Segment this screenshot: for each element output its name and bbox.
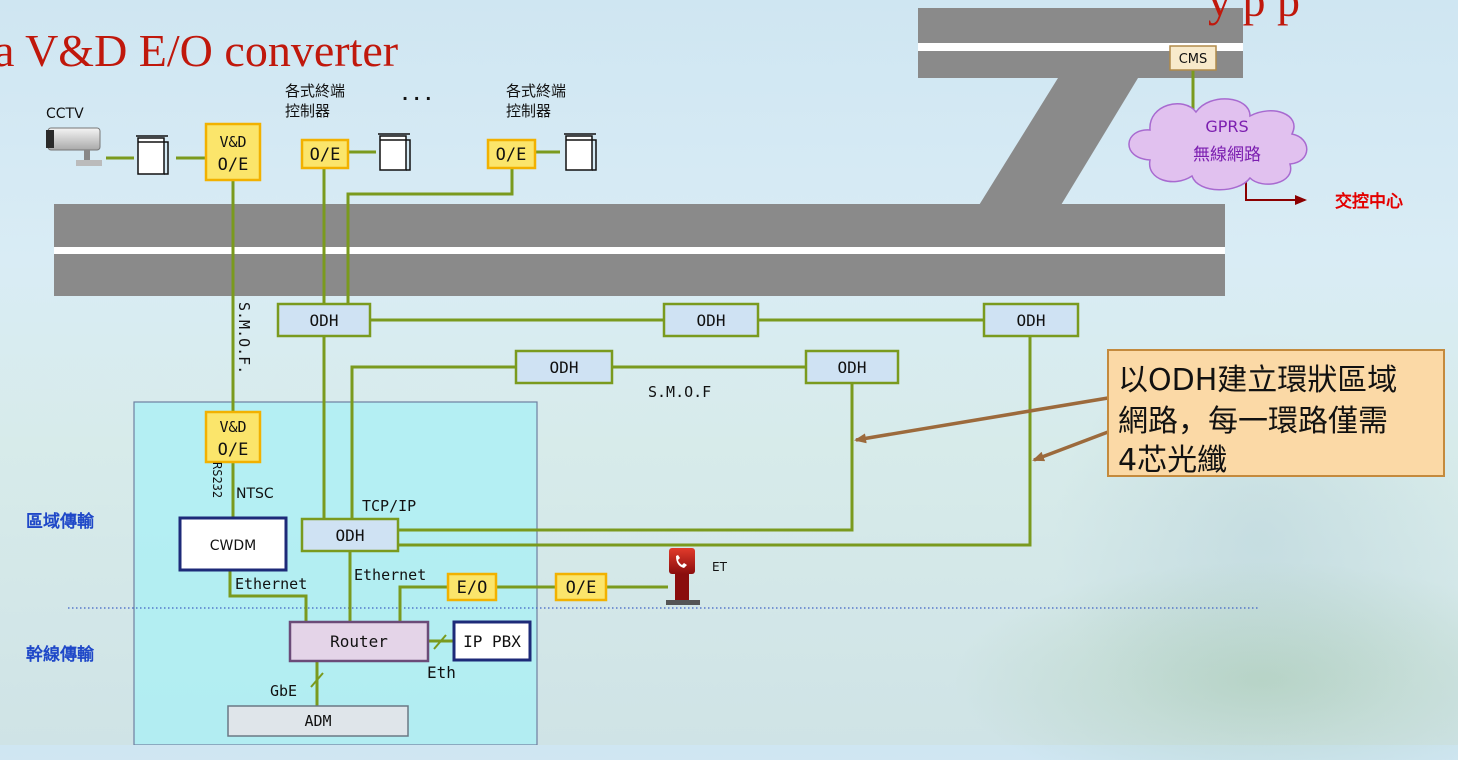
callout-arrow-1 xyxy=(856,398,1108,440)
controller-label-bottom-2: 控制器 xyxy=(506,102,551,120)
cabinet-icon-1 xyxy=(136,136,168,174)
odh-node-3: ODH xyxy=(984,304,1078,336)
oe-converter-top-2: O/E xyxy=(488,140,535,168)
router-box: Router xyxy=(290,622,428,661)
cms-box: CMS xyxy=(1170,46,1216,70)
odh-node-1: ODH xyxy=(278,304,370,336)
svg-text:CWDM: CWDM xyxy=(210,538,256,554)
odh-node-5: ODH xyxy=(806,351,898,383)
et-label: ET xyxy=(712,560,728,574)
svg-text:ODH: ODH xyxy=(697,311,726,330)
svg-text:O/E: O/E xyxy=(310,145,341,165)
controller-label-top-1: 各式終端 xyxy=(285,82,345,100)
gprs-cloud: GPRS 無線網路 xyxy=(1129,99,1307,190)
svg-text:無線網路: 無線網路 xyxy=(1193,145,1261,165)
ellipsis: . . . xyxy=(402,85,431,104)
controller-label-bottom-1: 控制器 xyxy=(285,102,330,120)
rs232-label: RS232 xyxy=(210,462,224,498)
eo-converter: E/O xyxy=(448,574,496,600)
smof-vertical-label: S.M.O.F. xyxy=(235,302,253,374)
emergency-phone-icon xyxy=(666,548,700,605)
svg-text:Router: Router xyxy=(330,632,388,651)
trunk-transmission-label: 幹線傳輸 xyxy=(26,644,95,665)
callout-arrow-2 xyxy=(1034,432,1108,460)
slide-title-right: y p p xyxy=(1208,0,1300,26)
svg-text:IP PBX: IP PBX xyxy=(463,632,521,651)
svg-text:V&D: V&D xyxy=(219,133,246,151)
odh-node-2: ODH xyxy=(664,304,758,336)
cwdm-box: CWDM xyxy=(180,518,286,570)
odh-node-4: ODH xyxy=(516,351,612,383)
ring-network-callout: 以ODH建立環狀區域 網路，每一環路僅需 4芯光纖 xyxy=(1108,350,1444,478)
svg-text:ADM: ADM xyxy=(304,712,331,730)
ntsc-label: NTSC xyxy=(236,486,274,502)
svg-text:O/E: O/E xyxy=(566,578,597,598)
svg-text:以ODH建立環狀區域: 以ODH建立環狀區域 xyxy=(1118,363,1397,398)
tcpip-label: TCP/IP xyxy=(362,497,416,515)
vd-oe-converter-region: V&D O/E xyxy=(206,412,260,462)
vd-oe-converter-top: V&D O/E xyxy=(206,124,260,180)
svg-text:CMS: CMS xyxy=(1179,52,1208,67)
oe-converter-top-1: O/E xyxy=(302,140,348,168)
road-main xyxy=(54,204,1225,296)
svg-text:O/E: O/E xyxy=(218,440,249,460)
cwdm-ethernet-label: Ethernet xyxy=(235,575,307,593)
adm-box: ADM xyxy=(228,706,408,736)
slide-title-left: a V&D E/O converter xyxy=(0,25,398,76)
oe-converter-bottom: O/E xyxy=(556,574,606,600)
svg-text:GPRS: GPRS xyxy=(1205,117,1248,136)
ip-pbx-box: IP PBX xyxy=(454,622,530,660)
svg-text:網路，每一環路僅需: 網路，每一環路僅需 xyxy=(1118,404,1388,439)
svg-text:ODH: ODH xyxy=(336,526,365,545)
smof-label: S.M.O.F xyxy=(648,383,711,401)
controller-label-top-2: 各式終端 xyxy=(506,82,566,100)
eth-label: Eth xyxy=(427,663,456,682)
traffic-center-label: 交控中心 xyxy=(1335,191,1403,212)
svg-text:E/O: E/O xyxy=(457,578,488,598)
odh-ethernet-label: Ethernet xyxy=(354,566,426,584)
cctv-label: CCTV xyxy=(46,106,84,122)
svg-text:ODH: ODH xyxy=(1017,311,1046,330)
svg-text:V&D: V&D xyxy=(219,418,246,436)
svg-text:4芯光纖: 4芯光纖 xyxy=(1118,443,1227,478)
cabinet-icon-3 xyxy=(564,134,596,170)
svg-text:O/E: O/E xyxy=(496,145,527,165)
svg-text:ODH: ODH xyxy=(838,358,867,377)
odh-node-region: ODH xyxy=(302,519,398,551)
gbe-label: GbE xyxy=(270,682,297,700)
svg-text:O/E: O/E xyxy=(218,155,249,175)
svg-text:ODH: ODH xyxy=(550,358,579,377)
cabinet-icon-2 xyxy=(378,134,410,170)
cctv-camera-icon xyxy=(46,128,102,166)
regional-transmission-label: 區域傳輸 xyxy=(26,511,95,532)
svg-text:ODH: ODH xyxy=(310,311,339,330)
